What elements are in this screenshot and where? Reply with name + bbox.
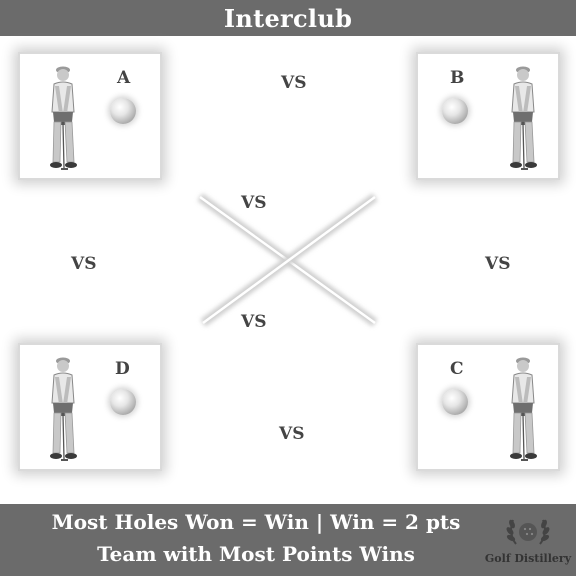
golfer-icon — [40, 62, 86, 174]
vs-label-d-c: VS — [279, 424, 305, 444]
team-label: A — [117, 68, 131, 88]
title-bar: Interclub — [0, 0, 576, 36]
team-card-d: D — [18, 343, 162, 471]
team-label: D — [115, 359, 130, 379]
golfer-icon — [500, 62, 546, 174]
laurel-ball-icon — [506, 519, 550, 545]
team-card-a: A — [18, 52, 162, 180]
rule-line-2: Team with Most Points Wins — [97, 542, 415, 566]
rule-line-1: Most Holes Won = Win | Win = 2 pts — [51, 510, 461, 534]
rules-footer: Most Holes Won = Win | Win = 2 pts Team … — [0, 504, 576, 576]
golfer-icon — [40, 353, 86, 465]
golf-ball-icon — [110, 389, 136, 415]
vs-label-b-d: VS — [241, 312, 267, 332]
team-label: C — [450, 359, 464, 379]
team-label: B — [450, 68, 465, 88]
golf-ball-icon — [110, 98, 136, 124]
connector-b-d — [200, 193, 378, 327]
brand-logo: Golf Distillery — [482, 510, 574, 572]
vs-label-a-d: VS — [71, 254, 97, 274]
page-title: Interclub — [223, 3, 353, 33]
team-card-b: B — [416, 52, 560, 180]
vs-label-a-b: VS — [281, 73, 307, 93]
golf-ball-icon — [442, 98, 468, 124]
vs-label-a-c: VS — [241, 193, 267, 213]
team-card-c: C — [416, 343, 560, 471]
brand-name: Golf Distillery — [484, 552, 572, 565]
golfer-icon — [500, 353, 546, 465]
golf-ball-icon — [442, 389, 468, 415]
vs-label-b-c: VS — [485, 254, 511, 274]
